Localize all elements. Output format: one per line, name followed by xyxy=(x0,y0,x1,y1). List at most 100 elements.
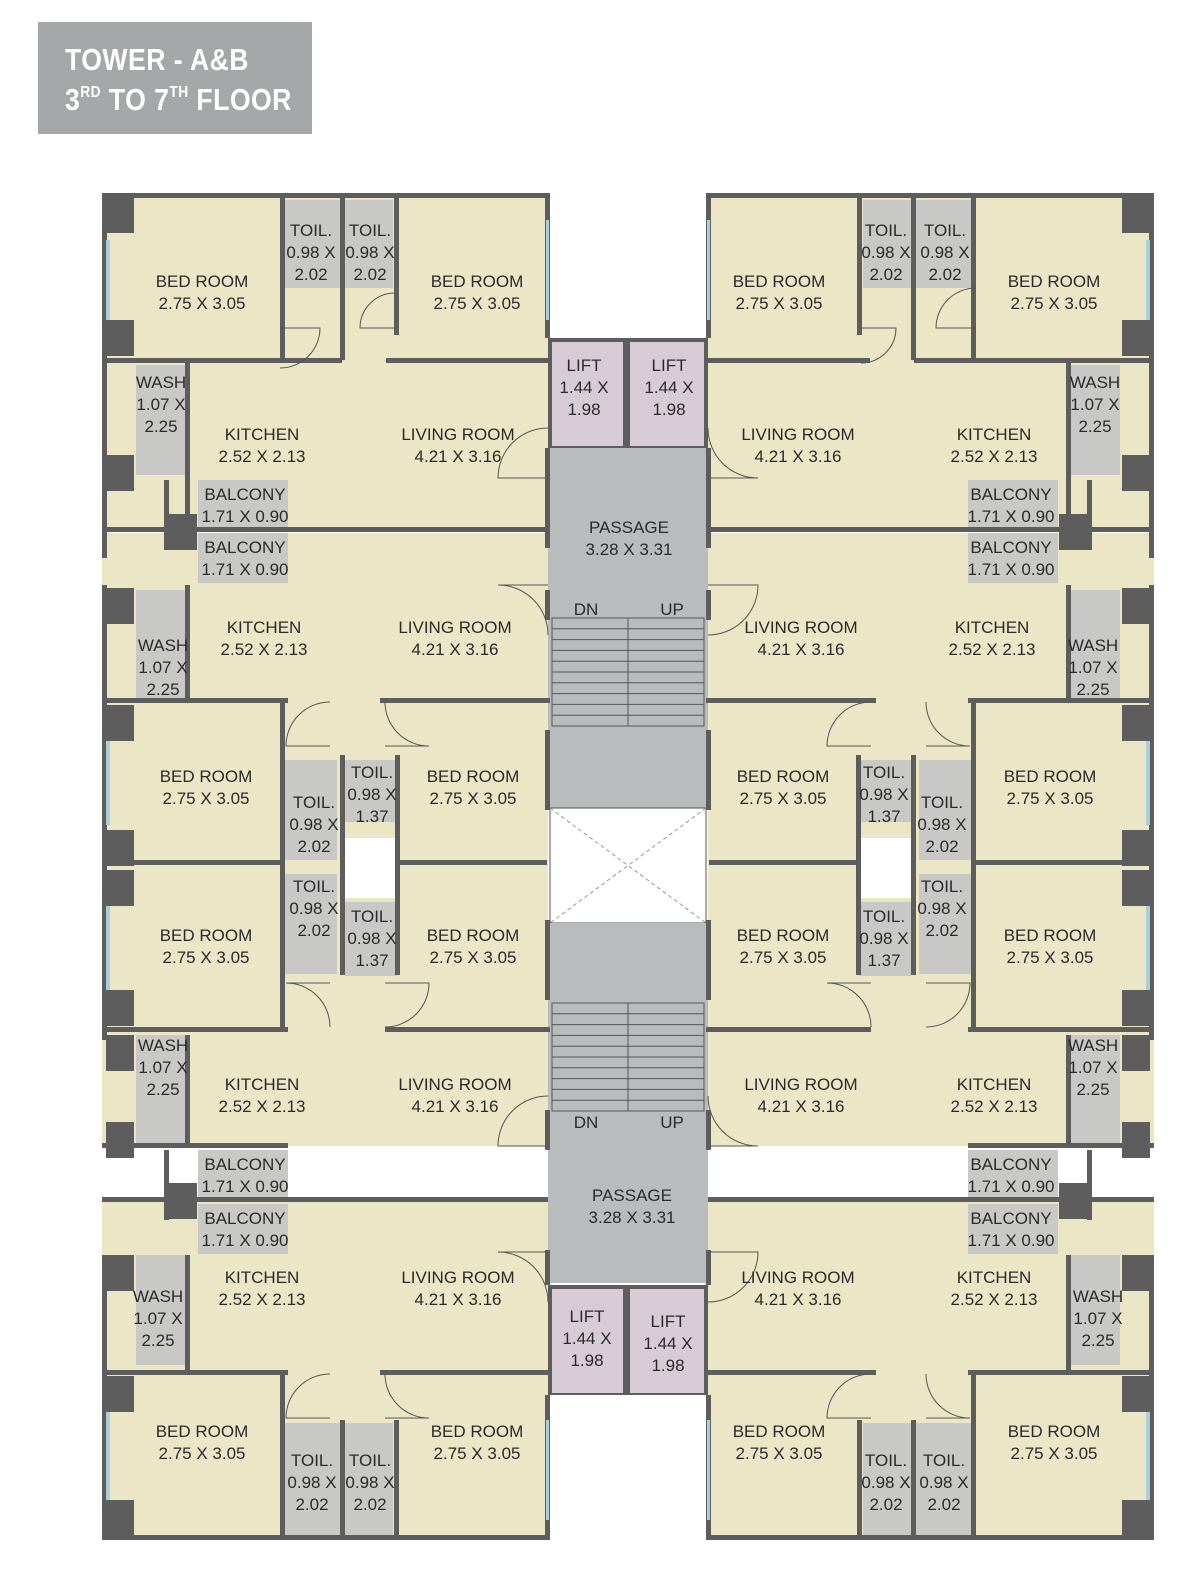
label-wash-line: 1.07 X xyxy=(136,395,185,414)
toilet-6 xyxy=(915,1423,973,1535)
door xyxy=(826,701,872,747)
label-toilet-line: 0.98 X xyxy=(286,243,335,262)
label-bedroom-line: 2.75 X 3.05 xyxy=(1007,948,1094,967)
label-wash-line: 1.07 X xyxy=(138,1058,187,1077)
toilet-5 xyxy=(859,902,911,976)
window-pier xyxy=(1122,588,1150,624)
label-toilet-line: TOIL. xyxy=(921,877,963,896)
label-toilet-line: 0.98 X xyxy=(287,1473,336,1492)
label-balcony-line: 1.71 X 0.90 xyxy=(202,1177,289,1196)
door xyxy=(826,1373,872,1419)
label-wash-line: 1.07 X xyxy=(133,1309,182,1328)
label-bedroom-line: 2.75 X 3.05 xyxy=(430,948,517,967)
label-toilet-line: 0.98 X xyxy=(347,929,396,948)
toilet-3 xyxy=(345,760,397,822)
label-balcony-line: 1.71 X 0.90 xyxy=(968,1231,1055,1250)
label-living-line: LIVING ROOM xyxy=(401,425,514,444)
label-living-line: LIVING ROOM xyxy=(741,1268,854,1287)
toilet-4 xyxy=(919,874,973,974)
wall xyxy=(102,527,548,532)
label-kitchen-line: KITCHEN xyxy=(957,1075,1032,1094)
label-wash-line: 2.25 xyxy=(144,417,177,436)
outer-wall xyxy=(102,1255,107,1540)
wall xyxy=(706,1370,876,1375)
label-kitchen-line: KITCHEN xyxy=(955,618,1030,637)
wall xyxy=(968,1143,1154,1148)
toilet-0 xyxy=(283,200,341,288)
wall xyxy=(971,1372,976,1537)
label-toilet-line: 0.98 X xyxy=(347,785,396,804)
label-passage-line: 3.28 X 3.31 xyxy=(586,540,673,559)
wall xyxy=(706,698,876,703)
label-lift-line: 1.44 X xyxy=(559,378,608,397)
label-bedroom-line: 2.75 X 3.05 xyxy=(163,789,250,808)
outer-wall xyxy=(1149,193,1154,558)
label-balcony-line: 1.71 X 0.90 xyxy=(968,1177,1055,1196)
floor-to-sup: TH xyxy=(169,84,189,101)
label-bedroom-line: BED ROOM xyxy=(156,1422,249,1441)
lift-4 xyxy=(630,1289,704,1393)
label-toilet-line: TOIL. xyxy=(351,907,393,926)
wall xyxy=(708,1197,1154,1202)
label-living-line: LIVING ROOM xyxy=(398,618,511,637)
window-pier xyxy=(106,1376,134,1412)
label-balcony-line: BALCONY xyxy=(970,1155,1051,1174)
window-pier xyxy=(106,320,134,356)
label-living-line: 4.21 X 3.16 xyxy=(412,1097,499,1116)
label-bedroom-line: BED ROOM xyxy=(160,767,253,786)
wall xyxy=(102,1370,288,1375)
outer-wall xyxy=(545,1250,550,1285)
label-toilet-line: 2.02 xyxy=(297,921,330,940)
label-living: LIVING ROOM 4.21 X 3.16 xyxy=(398,618,511,659)
label-dn-line: DN xyxy=(574,600,599,619)
label-balcony-line: 1.71 X 0.90 xyxy=(968,560,1055,579)
wash-0 xyxy=(1070,365,1120,475)
label-dn-line: DN xyxy=(574,1113,599,1132)
label-bedroom-line: BED ROOM xyxy=(431,1422,524,1441)
outer-wall xyxy=(706,1110,711,1150)
label-wash-line: 2.25 xyxy=(141,1331,174,1350)
label-kitchen-line: 2.52 X 2.13 xyxy=(951,1290,1038,1309)
label-toilet-line: TOIL. xyxy=(863,907,905,926)
label-bedroom-line: 2.75 X 3.05 xyxy=(1011,294,1098,313)
wall xyxy=(971,700,976,1030)
wash-2 xyxy=(1070,1035,1120,1145)
label-bedroom-line: BED ROOM xyxy=(160,926,253,945)
label-toilet-line: 2.02 xyxy=(353,1495,386,1514)
label-living-line: 4.21 X 3.16 xyxy=(412,640,499,659)
outer-wall xyxy=(545,448,550,548)
balcony-2 xyxy=(968,1150,1058,1200)
door xyxy=(497,427,549,479)
label-wash-line: 2.25 xyxy=(1081,1331,1114,1350)
window xyxy=(707,220,710,320)
label-balcony-line: 1.71 X 0.90 xyxy=(202,560,289,579)
outer-wall xyxy=(706,730,711,810)
label-bedroom-line: 2.75 X 3.05 xyxy=(736,1444,823,1463)
outer-wall xyxy=(164,480,169,550)
label-bedroom-line: BED ROOM xyxy=(737,926,830,945)
wall xyxy=(394,195,399,335)
label-living-line: 4.21 X 3.16 xyxy=(758,1097,845,1116)
label-balcony-line: 1.71 X 0.90 xyxy=(202,507,289,526)
label-bedroom-line: 2.75 X 3.05 xyxy=(159,1444,246,1463)
label-bedroom-line: BED ROOM xyxy=(1008,1422,1101,1441)
label-lift-line: 1.44 X xyxy=(643,1334,692,1353)
wall xyxy=(911,1420,916,1537)
label-toilet-line: TOIL. xyxy=(290,221,332,240)
window xyxy=(106,900,110,990)
door xyxy=(707,1095,759,1147)
